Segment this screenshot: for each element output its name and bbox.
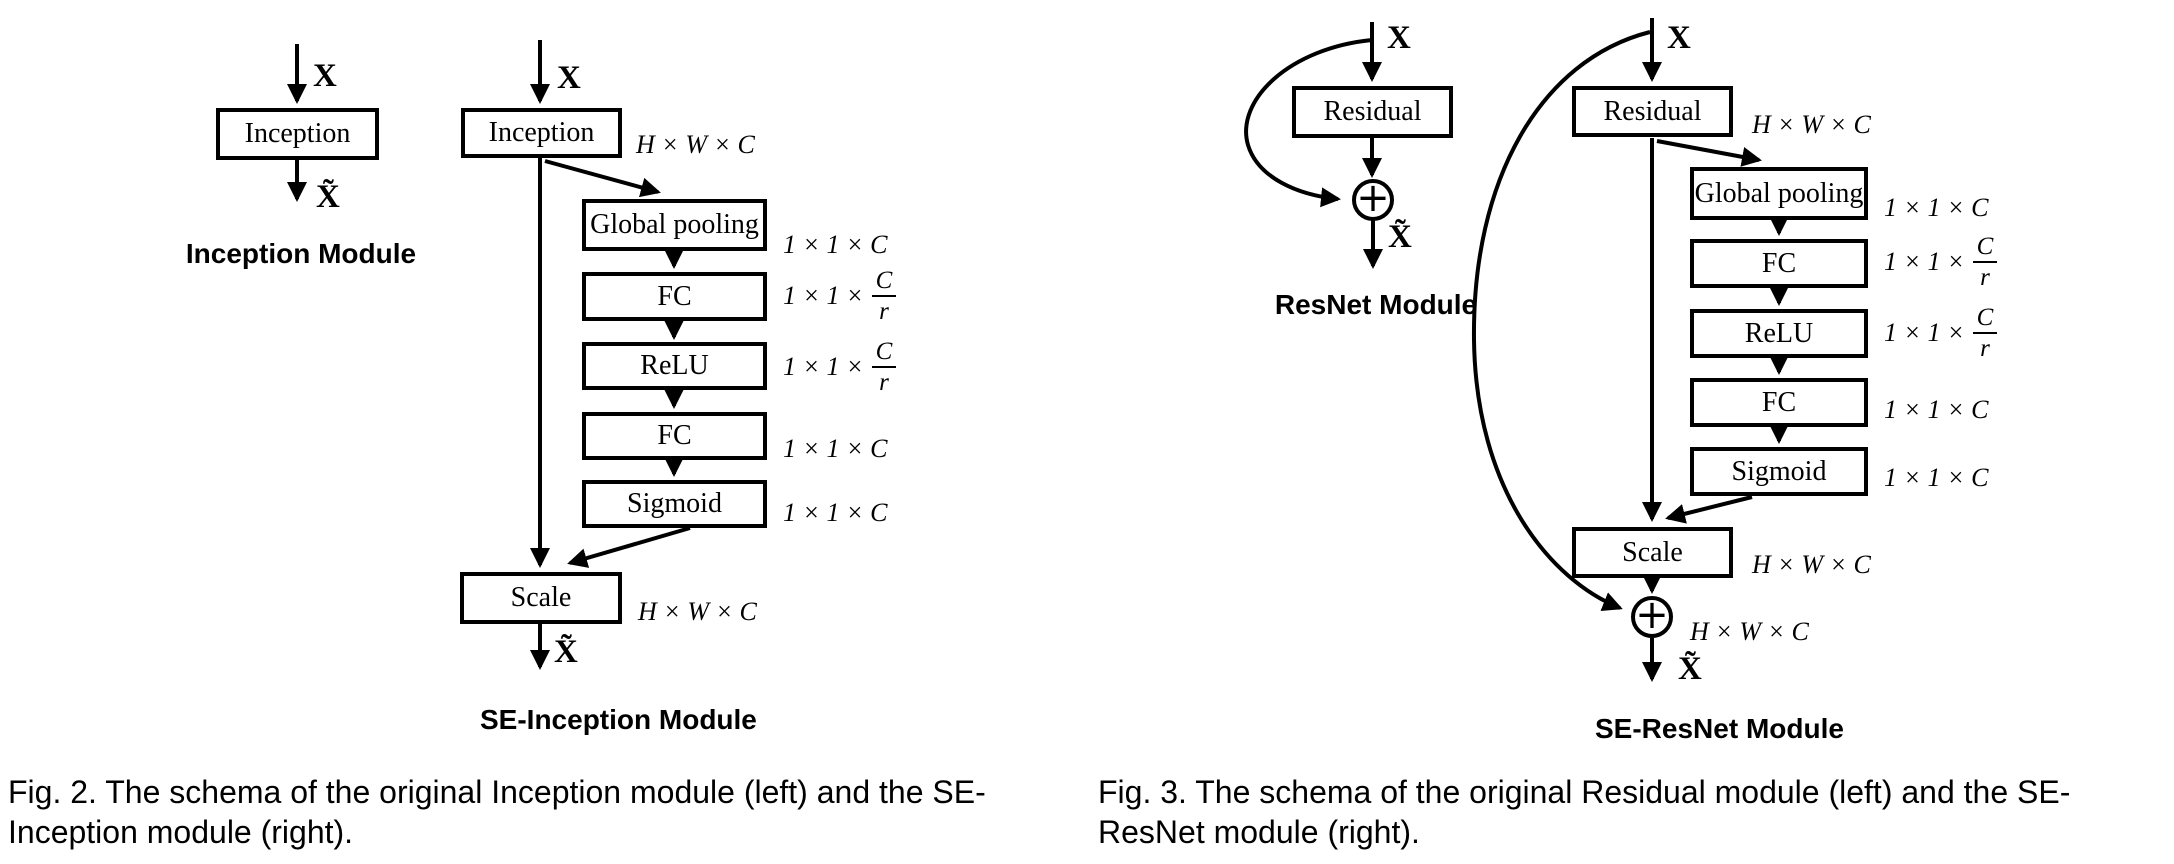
fig3-se-scale-dim: H × W × C bbox=[1752, 550, 1871, 579]
fig2-se-relu-dim: 1 × 1 × C r bbox=[783, 332, 897, 402]
fig3-plain-add-circle bbox=[1352, 179, 1394, 221]
fig2-se-branch-arrow bbox=[544, 159, 661, 198]
fraction-numerator: C bbox=[1972, 304, 1998, 334]
fig2-se-global-pooling-dim: 1 × 1 × C bbox=[783, 230, 888, 259]
fig3-caption: Fig. 3. The schema of the original Resid… bbox=[1098, 774, 2071, 850]
fig3-se-sigmoid-scale-arrow bbox=[1665, 495, 1753, 524]
fig3-se-add-icon: + bbox=[1635, 592, 1669, 638]
fig3-se-module-title: SE-ResNet Module bbox=[1595, 713, 1844, 744]
fig3-plain-input-label: X bbox=[1387, 20, 1411, 56]
fig2-se-sigmoid-dim: 1 × 1 × C bbox=[783, 498, 888, 527]
fig2-se-global-pooling-block: Global pooling bbox=[582, 199, 767, 251]
fig2-se-fc2-dim: 1 × 1 × C bbox=[783, 434, 888, 463]
fig2-plain-inception-block: Inception bbox=[216, 108, 379, 160]
fig2-plain-output-label: X̃ bbox=[316, 179, 340, 215]
fig3-se-output-label: X̃ bbox=[1678, 651, 1702, 687]
fig2-se-input-label: X bbox=[557, 60, 581, 96]
fig2-se-fc2-block: FC bbox=[582, 412, 767, 460]
fig3-se-input-label: X bbox=[1667, 20, 1691, 56]
fig3-se-fc1-block: FC bbox=[1690, 239, 1868, 288]
fig2-se-module-title: SE-Inception Module bbox=[480, 704, 757, 735]
fig3-plain-output-label: X̃ bbox=[1388, 219, 1412, 255]
fig2-se-fc1-dim-prefix: 1 × 1 × bbox=[783, 281, 864, 310]
fig3-se-residual-dim: H × W × C bbox=[1752, 110, 1871, 139]
fig2-se-fc1-block: FC bbox=[582, 272, 767, 321]
fraction-numerator: C bbox=[1972, 233, 1998, 263]
fig3-plain-skip-curve bbox=[1244, 38, 1373, 208]
fig3-se-branch-arrow bbox=[1656, 139, 1762, 167]
fig3-se-sigmoid-block: Sigmoid bbox=[1690, 447, 1868, 496]
fig3-se-sigmoid-dim: 1 × 1 × C bbox=[1884, 463, 1989, 492]
fig2-se-relu-dim-fraction: C r bbox=[871, 338, 897, 397]
fig2-se-output-label: X̃ bbox=[554, 634, 578, 670]
fraction-denominator: r bbox=[1980, 334, 1990, 362]
fig2-se-relu-block: ReLU bbox=[582, 342, 767, 390]
fig3-se-fc1-dim-prefix: 1 × 1 × bbox=[1884, 247, 1965, 276]
fig3-se-residual-block: Residual bbox=[1572, 86, 1733, 137]
fraction-numerator: C bbox=[871, 267, 897, 297]
fig3-se-fc1-dim-fraction: C r bbox=[1972, 233, 1998, 292]
fig2-plain-module-title: Inception Module bbox=[185, 238, 417, 269]
fraction-numerator: C bbox=[871, 338, 897, 368]
fig3-plain-module-title: ResNet Module bbox=[1274, 289, 1478, 320]
fig2-se-scale-dim: H × W × C bbox=[638, 597, 757, 626]
fig2-plain-input-label: X bbox=[313, 58, 337, 94]
fig3-se-relu-dim-prefix: 1 × 1 × bbox=[1884, 318, 1965, 347]
fig3-se-add-dim: H × W × C bbox=[1690, 617, 1809, 646]
fraction-denominator: r bbox=[1980, 263, 1990, 291]
fig3-se-global-pooling-dim: 1 × 1 × C bbox=[1884, 193, 1989, 222]
fig3-se-relu-dim-fraction: C r bbox=[1972, 304, 1998, 363]
fig3-plain-residual-block: Residual bbox=[1292, 86, 1453, 138]
fraction-denominator: r bbox=[879, 297, 889, 325]
fig3-se-scale-block: Scale bbox=[1572, 527, 1733, 578]
fig2-se-sigmoid-block: Sigmoid bbox=[582, 480, 767, 528]
fig3-se-fc1-dim: 1 × 1 × C r bbox=[1884, 227, 1998, 297]
fig3-se-fc2-block: FC bbox=[1690, 378, 1868, 427]
fraction-denominator: r bbox=[879, 368, 889, 396]
fig3-plain-add-icon: + bbox=[1356, 175, 1390, 221]
fig3-se-fc2-dim: 1 × 1 × C bbox=[1884, 395, 1989, 424]
fig3-se-relu-block: ReLU bbox=[1690, 309, 1868, 358]
fig3-se-add-circle bbox=[1631, 596, 1673, 638]
fig3-se-skip-curve bbox=[1471, 30, 1651, 611]
fig2-se-relu-dim-prefix: 1 × 1 × bbox=[783, 352, 864, 381]
fig2-se-inception-dim: H × W × C bbox=[636, 130, 755, 159]
fig2-se-scale-block: Scale bbox=[460, 572, 622, 624]
fig3-se-global-pooling-block: Global pooling bbox=[1690, 167, 1868, 220]
fig2-caption: Fig. 2. The schema of the original Incep… bbox=[8, 774, 986, 850]
fig2-se-fc1-dim-fraction: C r bbox=[871, 267, 897, 326]
fig3-se-relu-dim: 1 × 1 × C r bbox=[1884, 298, 1998, 368]
fig2-se-inception-block: Inception bbox=[461, 108, 622, 158]
fig2-se-fc1-dim: 1 × 1 × C r bbox=[783, 261, 897, 331]
fig2-se-sigmoid-scale-arrow bbox=[567, 526, 691, 568]
